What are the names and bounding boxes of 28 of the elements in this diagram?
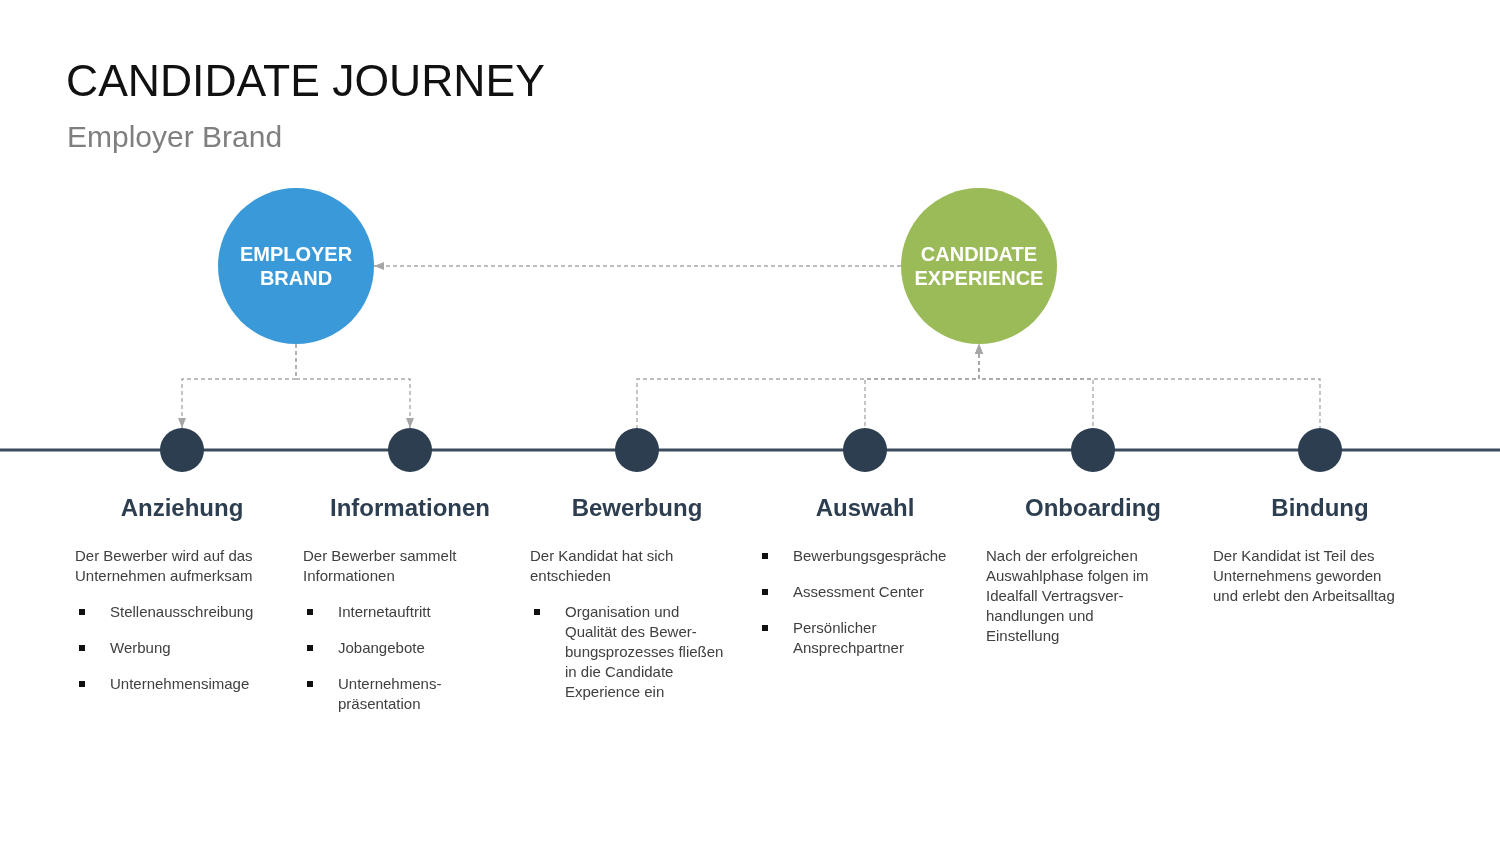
stage-heading: Onboarding	[1025, 496, 1161, 520]
stage-description: Der Kandidat hat sich entschieden	[530, 546, 675, 586]
list-item-text: Internetauftritt	[338, 602, 432, 622]
title: CANDIDATE JOURNEY	[66, 59, 545, 104]
subtitle: Employer Brand	[67, 122, 283, 152]
stage-description: Der Kandidat ist Teil des Unternehmens geworden und erlebt den Arbeitsalltag	[1213, 546, 1396, 606]
list-item-text: Unternehmens- präsentation	[338, 674, 443, 714]
list-item-text: Assessment Center	[793, 582, 925, 602]
list-item-text: Stellenausschreibung	[110, 602, 255, 622]
list-item-text: Unternehmensimage	[110, 674, 251, 694]
list-item-text: Werbung	[110, 638, 172, 658]
stage-heading: Bindung	[1271, 496, 1369, 520]
stage-heading: Bewerbung	[571, 496, 703, 520]
list-item-text: Organisation und Qualität des Bewer- bungsprozesses fließen in die Candidate Experience ein	[565, 602, 725, 702]
stage-description: Nach der erfolgreichen Auswahlphase folgen im Idealfall Vertragsver- handlungen und Einstellung	[986, 546, 1150, 646]
list-item-text: Jobangebote	[338, 638, 426, 658]
dashed-arrow	[975, 343, 1321, 429]
dashed-arrow	[373, 262, 902, 270]
stage-heading: Anziehung	[120, 496, 244, 520]
circle-label: CANDIDATE EXPERIENCE	[913, 242, 1045, 290]
list-item-text: Persönlicher Ansprechpartner	[793, 618, 905, 658]
list-item-text: Bewerbungsgespräche	[793, 546, 948, 566]
stage-heading: Auswahl	[815, 496, 915, 520]
stage-description: Der Bewerber wird auf das Unternehmen aufmerksam	[75, 546, 254, 586]
stage-heading: Informationen	[330, 496, 490, 520]
stage-description: Der Bewerber sammelt Informationen	[303, 546, 458, 586]
dashed-arrow	[295, 343, 414, 429]
circle-label: EMPLOYER BRAND	[238, 242, 354, 290]
